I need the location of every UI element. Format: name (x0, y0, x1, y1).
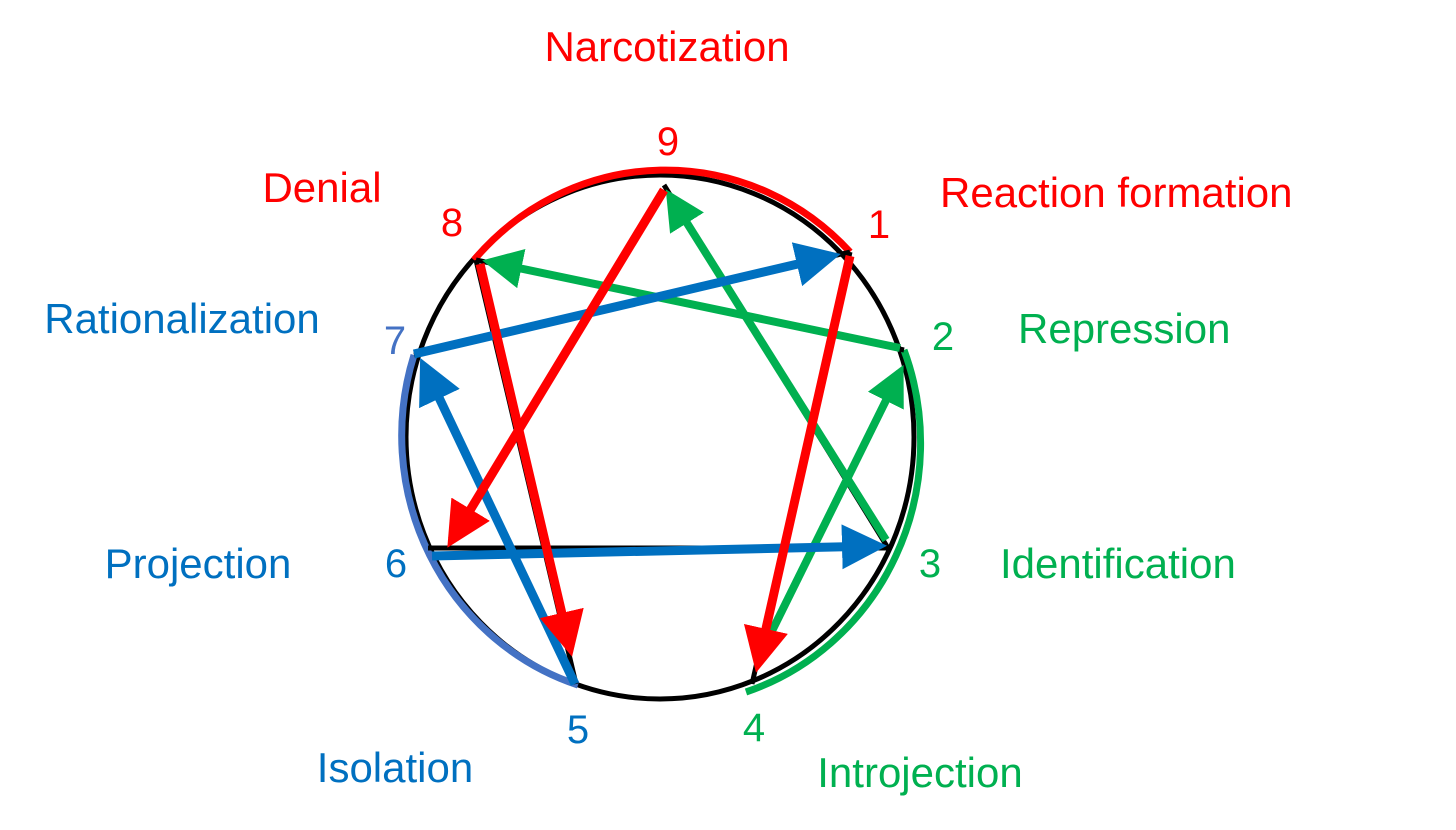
point-1-label: 1 (868, 203, 890, 247)
mechanism-3-label: Identification (1000, 540, 1236, 587)
arrow-6-to-3 (431, 524, 887, 570)
arrow-7-to-1 (412, 242, 841, 359)
mechanism-7-label: Rationalization (44, 295, 320, 342)
light-blue-arc (398, 353, 580, 689)
arrow-5-to-7 (419, 357, 580, 686)
arrow-4-to-2 (766, 364, 904, 637)
mechanism-4-label: Introjection (817, 749, 1022, 796)
mechanism-9-label: Narcotization (544, 23, 789, 70)
red-arc (471, 166, 853, 263)
mechanism-1-label: Reaction formation (940, 169, 1293, 216)
mechanism-8-label: Denial (262, 164, 381, 211)
point-2-label: 2 (932, 315, 954, 359)
point-8-label: 8 (441, 201, 463, 245)
mechanism-5-label: Isolation (317, 744, 473, 791)
arrow-3-to-9 (665, 189, 890, 543)
point-4-label: 4 (743, 706, 765, 750)
point-5-label: 5 (567, 708, 589, 752)
point-3-label: 3 (919, 542, 941, 586)
arrow-1-to-4 (743, 255, 855, 673)
mechanism-6-label: Projection (105, 540, 292, 587)
point-9-label: 9 (657, 120, 679, 164)
point-7-label: 7 (384, 319, 406, 363)
enneagram-circle (403, 172, 917, 702)
green-arc (744, 348, 925, 696)
mechanism-2-label: Repression (1018, 305, 1230, 352)
arrow-9-to-6 (447, 187, 668, 548)
point-6-label: 6 (385, 542, 407, 586)
arrow-8-to-5 (475, 262, 584, 657)
